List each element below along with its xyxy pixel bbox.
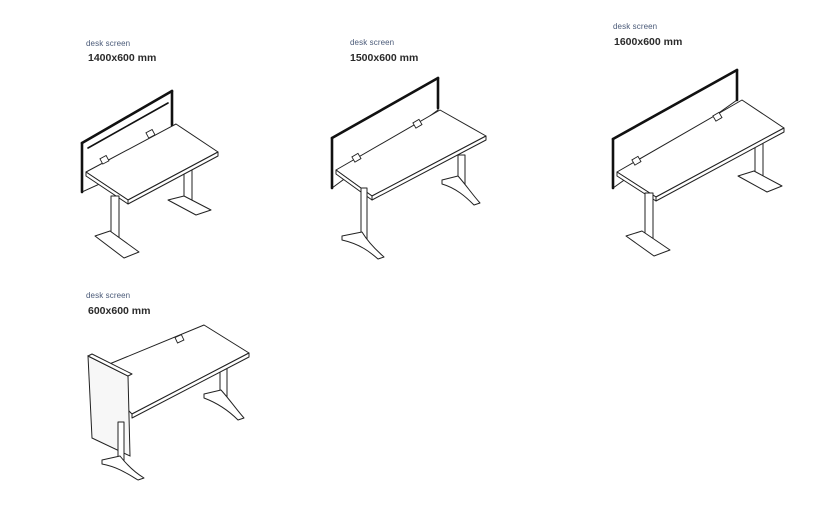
category-label: desk screen: [86, 291, 131, 300]
size-label: 1500x600 mm: [350, 52, 419, 64]
size-label: 600x600 mm: [88, 305, 151, 317]
category-label: desk screen: [86, 39, 131, 48]
category-label: desk screen: [613, 22, 658, 31]
category-label: desk screen: [350, 38, 395, 47]
size-label: 1600x600 mm: [614, 36, 683, 48]
size-label: 1400x600 mm: [88, 52, 157, 64]
